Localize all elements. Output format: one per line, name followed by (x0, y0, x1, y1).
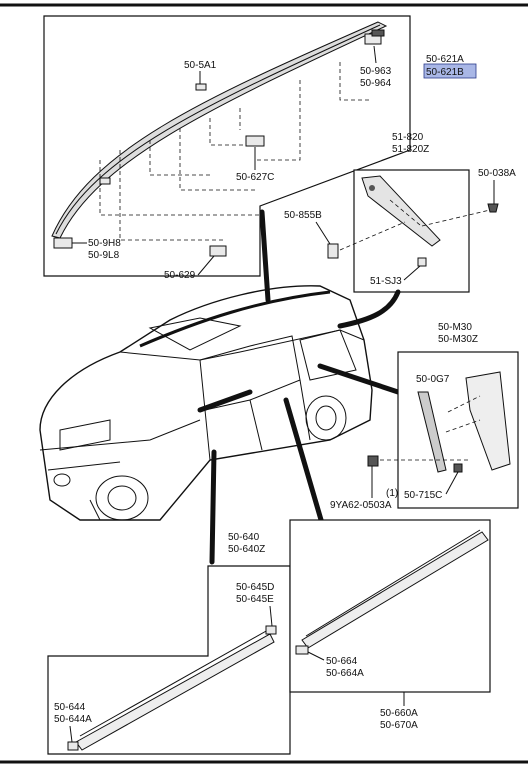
label-51-820: 51-820 (392, 132, 424, 143)
label-50-670A: 50-670A (380, 720, 418, 731)
clip-50-627C[interactable] (245, 135, 265, 147)
label-50-9H8: 50-9H8 (88, 238, 121, 249)
label-50-855B: 50-855B (284, 210, 322, 221)
clip-50-855B[interactable] (327, 243, 339, 259)
label-50-621A: 50-621A (426, 54, 464, 65)
clip-50-644[interactable] (67, 741, 79, 751)
label-50-640: 50-640 (228, 532, 260, 543)
label-50-0G7: 50-0G7 (416, 374, 450, 385)
clip-50-9H8[interactable] (53, 237, 73, 249)
label-qty-1: (1) (386, 488, 398, 499)
clip-50-715C[interactable] (453, 463, 463, 473)
clip-51-SJ3[interactable] (417, 257, 427, 267)
label-50-5A1: 50-5A1 (184, 60, 217, 71)
rear-sill-molding[interactable] (301, 531, 489, 649)
label-51-SJ3: 51-SJ3 (370, 276, 402, 287)
label-50-640Z: 50-640Z (228, 544, 265, 555)
label-50-664A: 50-664A (326, 668, 364, 679)
leader-roof (259, 209, 271, 303)
car-body[interactable] (39, 285, 373, 521)
roof-rail-box (43, 15, 411, 277)
label-50-629: 50-629 (164, 270, 196, 281)
label-50-621B: 50-621B (426, 67, 464, 78)
label-50-644A: 50-644A (54, 714, 92, 725)
label-50-715C: 50-715C (404, 490, 442, 501)
label-50-645E: 50-645E (236, 594, 274, 605)
leader-front-sill (209, 449, 217, 565)
vehicle-illustration (39, 285, 373, 521)
label-50-627C: 50-627C (236, 172, 274, 183)
label-50-660A: 50-660A (380, 708, 418, 719)
fastener-50-038A[interactable] (487, 203, 499, 213)
label-51-820Z: 51-820Z (392, 144, 429, 155)
label-50-9L8: 50-9L8 (88, 250, 120, 261)
label-50-963: 50-963 (360, 66, 392, 77)
label-50-645D: 50-645D (236, 582, 274, 593)
rear-garnish-group: 51-820 51-820Z 51-SJ3 (339, 132, 491, 293)
clip-50-664[interactable] (295, 645, 309, 655)
roof-rail[interactable] (51, 21, 388, 239)
front-sill-molding[interactable] (75, 633, 275, 751)
leader-rear (337, 289, 401, 329)
door-molding-strip[interactable] (417, 391, 447, 473)
highlight-50-621B (423, 63, 477, 79)
clip-50-645D[interactable] (265, 625, 277, 635)
label-50-M30: 50-M30 (438, 322, 472, 333)
leader-door-molding (317, 363, 401, 395)
door-molding-panel[interactable] (465, 371, 511, 471)
roof-rail-group: 50-621A 50-621B 50-963 50-964 50-5A1 50-… (43, 15, 477, 281)
label-9YA62-0503A: 9YA62-0503A (330, 500, 392, 511)
rear-sill-group: 50-664 50-664A 50-660A 50-670A (289, 519, 491, 731)
label-50-644: 50-644 (54, 702, 86, 713)
label-50-M30Z: 50-M30Z (438, 334, 478, 345)
clip-50-5A1[interactable] (195, 83, 207, 91)
roof-rail-on-car (139, 290, 331, 348)
label-50-038A: 50-038A (478, 168, 516, 179)
clip-50-629[interactable] (209, 245, 227, 257)
label-50-664: 50-664 (326, 656, 358, 667)
door-molding-group: 50-M30 50-M30Z 50-0G7 50-715C 9YA62-0503… (330, 322, 519, 511)
label-50-964: 50-964 (360, 78, 392, 89)
screw-9YA62-0503A[interactable] (367, 455, 379, 467)
front-sill-group: 50-640 50-640Z 50-645D 50-645E 50-644 50… (47, 532, 291, 755)
rear-garnish-part[interactable] (361, 175, 441, 247)
